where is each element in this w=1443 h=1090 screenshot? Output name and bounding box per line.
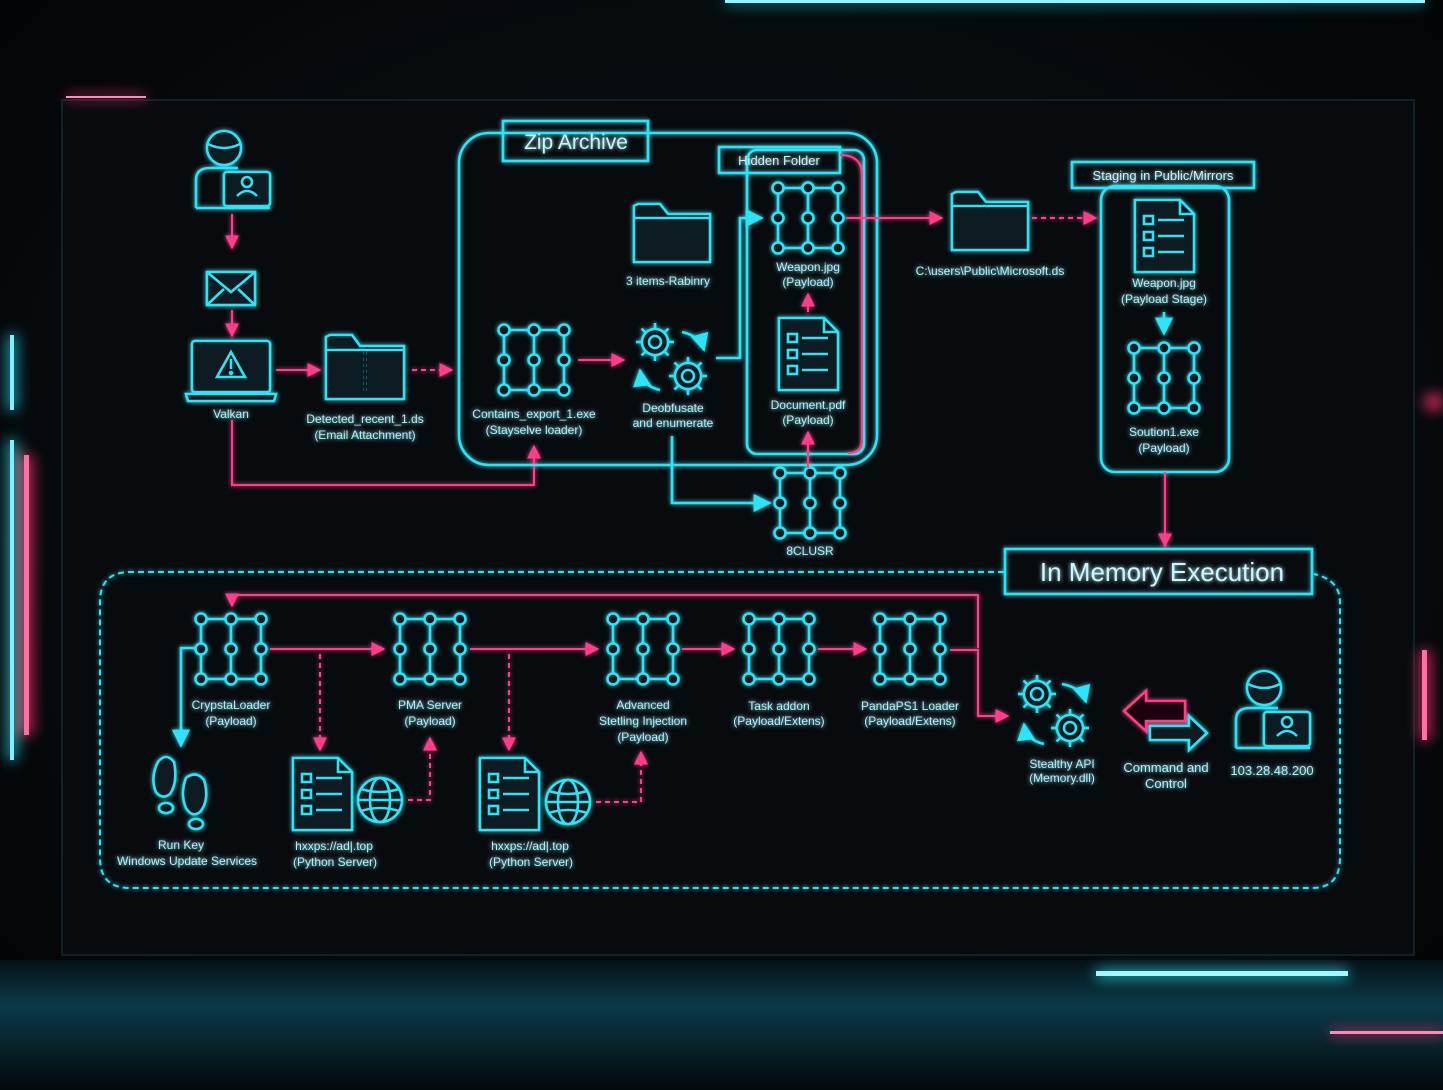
items-folder-label: 3 items-Rabinry [626, 274, 710, 288]
globe-icon [544, 778, 592, 826]
globe-icon [356, 776, 404, 824]
crypsta-name: CrypstaLoader [192, 698, 271, 712]
laptop-warning-icon [184, 339, 278, 403]
c2-line1: Command and [1123, 760, 1208, 775]
soution-type: (Payload) [1138, 441, 1189, 455]
document-icon [1133, 198, 1196, 274]
memory-title-box [1003, 547, 1314, 596]
crypsta-type: (Payload) [205, 714, 256, 728]
public-path-label: C:\users\Public\Microsoft.ds [916, 264, 1065, 278]
pma-name: PMA Server [398, 698, 462, 712]
contains-export-name: Contains_export_1.exe [472, 407, 596, 421]
hidden-folder-container [745, 148, 866, 456]
deobfusate-line1: Deobfusate [642, 401, 704, 415]
weapon-hidden-name: Weapon.jpg [776, 260, 840, 274]
zip-archive-title-box [501, 119, 650, 163]
envelope-icon [205, 270, 257, 307]
footprints-icon [152, 755, 208, 831]
memory-title: In Memory Execution [1040, 557, 1284, 587]
eclusr-label: 8CLUSR [786, 544, 834, 558]
document-icon [291, 756, 354, 832]
zip-folder-icon [324, 333, 406, 401]
contains-export-type: (Stayselve loader) [486, 423, 583, 437]
python1-type: (Python Server) [293, 855, 377, 869]
stealthy-name: Stealthy API [1029, 757, 1094, 771]
pma-type: (Payload) [404, 714, 455, 728]
panda-type: (Payload/Extens) [864, 714, 955, 728]
advanced-line3: (Payload) [617, 730, 668, 744]
hidden-folder-title-box [717, 145, 842, 175]
runkey-line1: Run Key [158, 838, 204, 852]
memory-execution-container [99, 571, 1341, 889]
weapon-stage-type: (Payload Stage) [1121, 292, 1207, 306]
zip-archive-container [457, 131, 879, 467]
document-name: Document.pdf [771, 398, 846, 412]
detected-type: (Email Attachment) [314, 428, 415, 442]
runkey-line2: Windows Update Services [117, 854, 257, 868]
soution-name: Soution1.exe [1129, 425, 1199, 439]
document-type: (Payload) [782, 413, 833, 427]
staging-title-box [1070, 160, 1256, 190]
gears-icon [1016, 673, 1091, 749]
staging-title: Staging in Public/Mirrors [1093, 168, 1234, 183]
task-type: (Payload/Extens) [733, 714, 824, 728]
document-icon [478, 756, 541, 832]
weapon-stage-name: Weapon.jpg [1132, 276, 1196, 290]
hidden-folder-title: Hidden Folder [738, 153, 820, 168]
deobfusate-line2: and enumerate [633, 416, 714, 430]
panda-name: PandaPS1 Loader [861, 699, 959, 713]
document-icon [777, 316, 840, 392]
python2-type: (Python Server) [489, 855, 573, 869]
python2-url: hxxps://ad|.top [491, 839, 569, 853]
c2-line2: Control [1145, 776, 1187, 791]
advanced-line1: Advanced [616, 698, 669, 712]
task-name: Task addon [748, 699, 809, 713]
valkan-label: Valkan [213, 407, 249, 421]
weapon-hidden-type: (Payload) [782, 275, 833, 289]
gears-icon [633, 321, 709, 397]
detected-name: Detected_recent_1.ds [306, 412, 423, 426]
advanced-line2: Stetling Injection [599, 714, 687, 728]
zip-archive-title: Zip Archive [524, 131, 628, 154]
stealthy-type: (Memory.dll) [1029, 771, 1095, 785]
python1-url: hxxps://ad|.top [295, 839, 373, 853]
ip-label: 103.28.48.200 [1230, 763, 1313, 778]
swap-arrows-icon [1122, 688, 1209, 754]
